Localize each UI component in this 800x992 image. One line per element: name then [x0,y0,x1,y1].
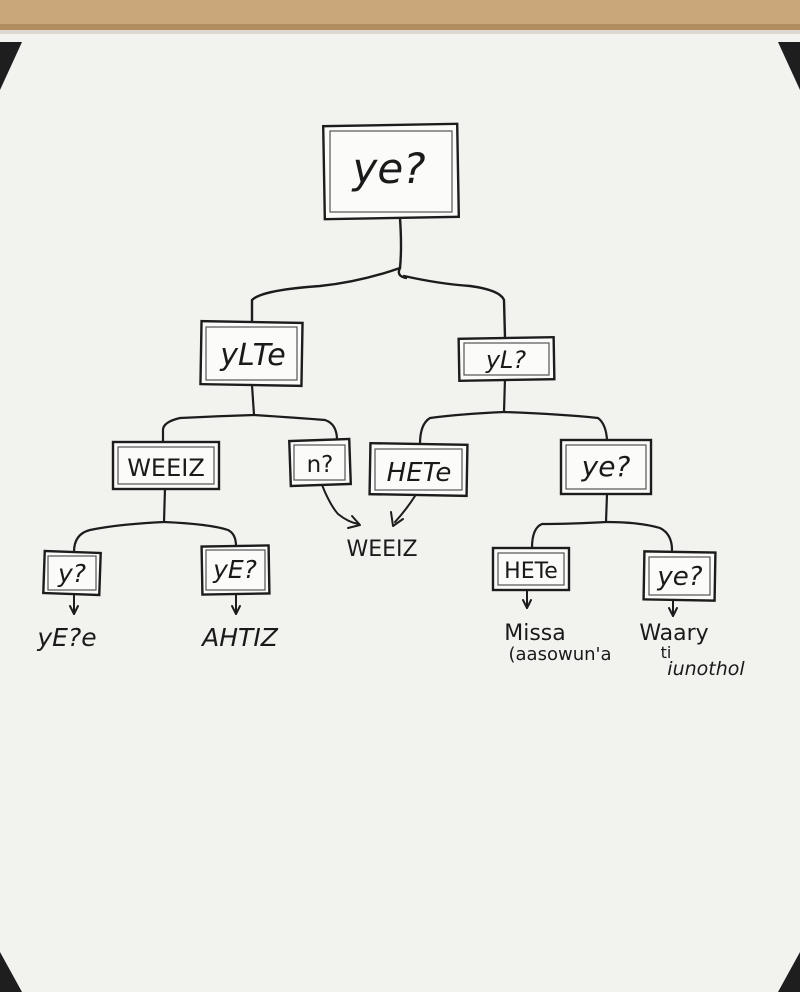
connector-lines [69,216,678,617]
node-left-right-label: n? [307,452,334,478]
node-lll-label: y? [57,559,86,588]
node-right: yL? [457,335,556,383]
outcome-lll: yE?e [36,623,96,652]
corner-clips [0,42,800,992]
corner-clip-top-left [0,42,22,90]
node-left-right: n? [288,437,353,488]
node-right-left-label: HETe [387,458,452,488]
corner-clip-bottom-left [0,952,22,992]
outcome-labels: yE?e AHTIZ WEEIZ Missa (aasowun'a Waary … [36,537,745,680]
node-left-label: yLTe [219,338,286,373]
node-right-label: yL? [485,346,527,374]
node-rrl: HETe [491,546,571,592]
node-rrr-label: ye? [656,562,702,592]
corner-clip-bottom-right [778,952,800,992]
outcome-merge: WEEIZ [346,537,417,562]
outcome-llr: AHTIZ [200,623,279,652]
outcome-rrl-line2: (aasowun'a [509,644,612,665]
outcome-rrl-line1: Missa [504,621,566,646]
node-right-right: ye? [559,438,653,496]
corner-clip-top-right [778,42,800,90]
node-llr: yE? [200,544,271,596]
node-rrr: ye? [642,550,717,602]
node-left: yLTe [199,319,304,388]
node-llr-label: yE? [212,555,257,584]
outcome-rrr-line2: ti [661,643,672,662]
node-root-label: ye? [351,144,426,193]
node-right-left: HETe [368,441,469,498]
outcome-rrr-line1: Waary [639,621,708,646]
node-rrl-label: HETe [504,559,558,584]
node-lll: y? [42,549,102,597]
node-left-left: WEEIZ [111,440,221,491]
outcome-rrr-line3: iunothol [667,658,745,680]
wooden-frame [0,0,800,34]
node-left-left-label: WEEIZ [127,454,205,482]
node-right-right-label: ye? [581,450,631,483]
node-root: ye? [321,122,461,221]
